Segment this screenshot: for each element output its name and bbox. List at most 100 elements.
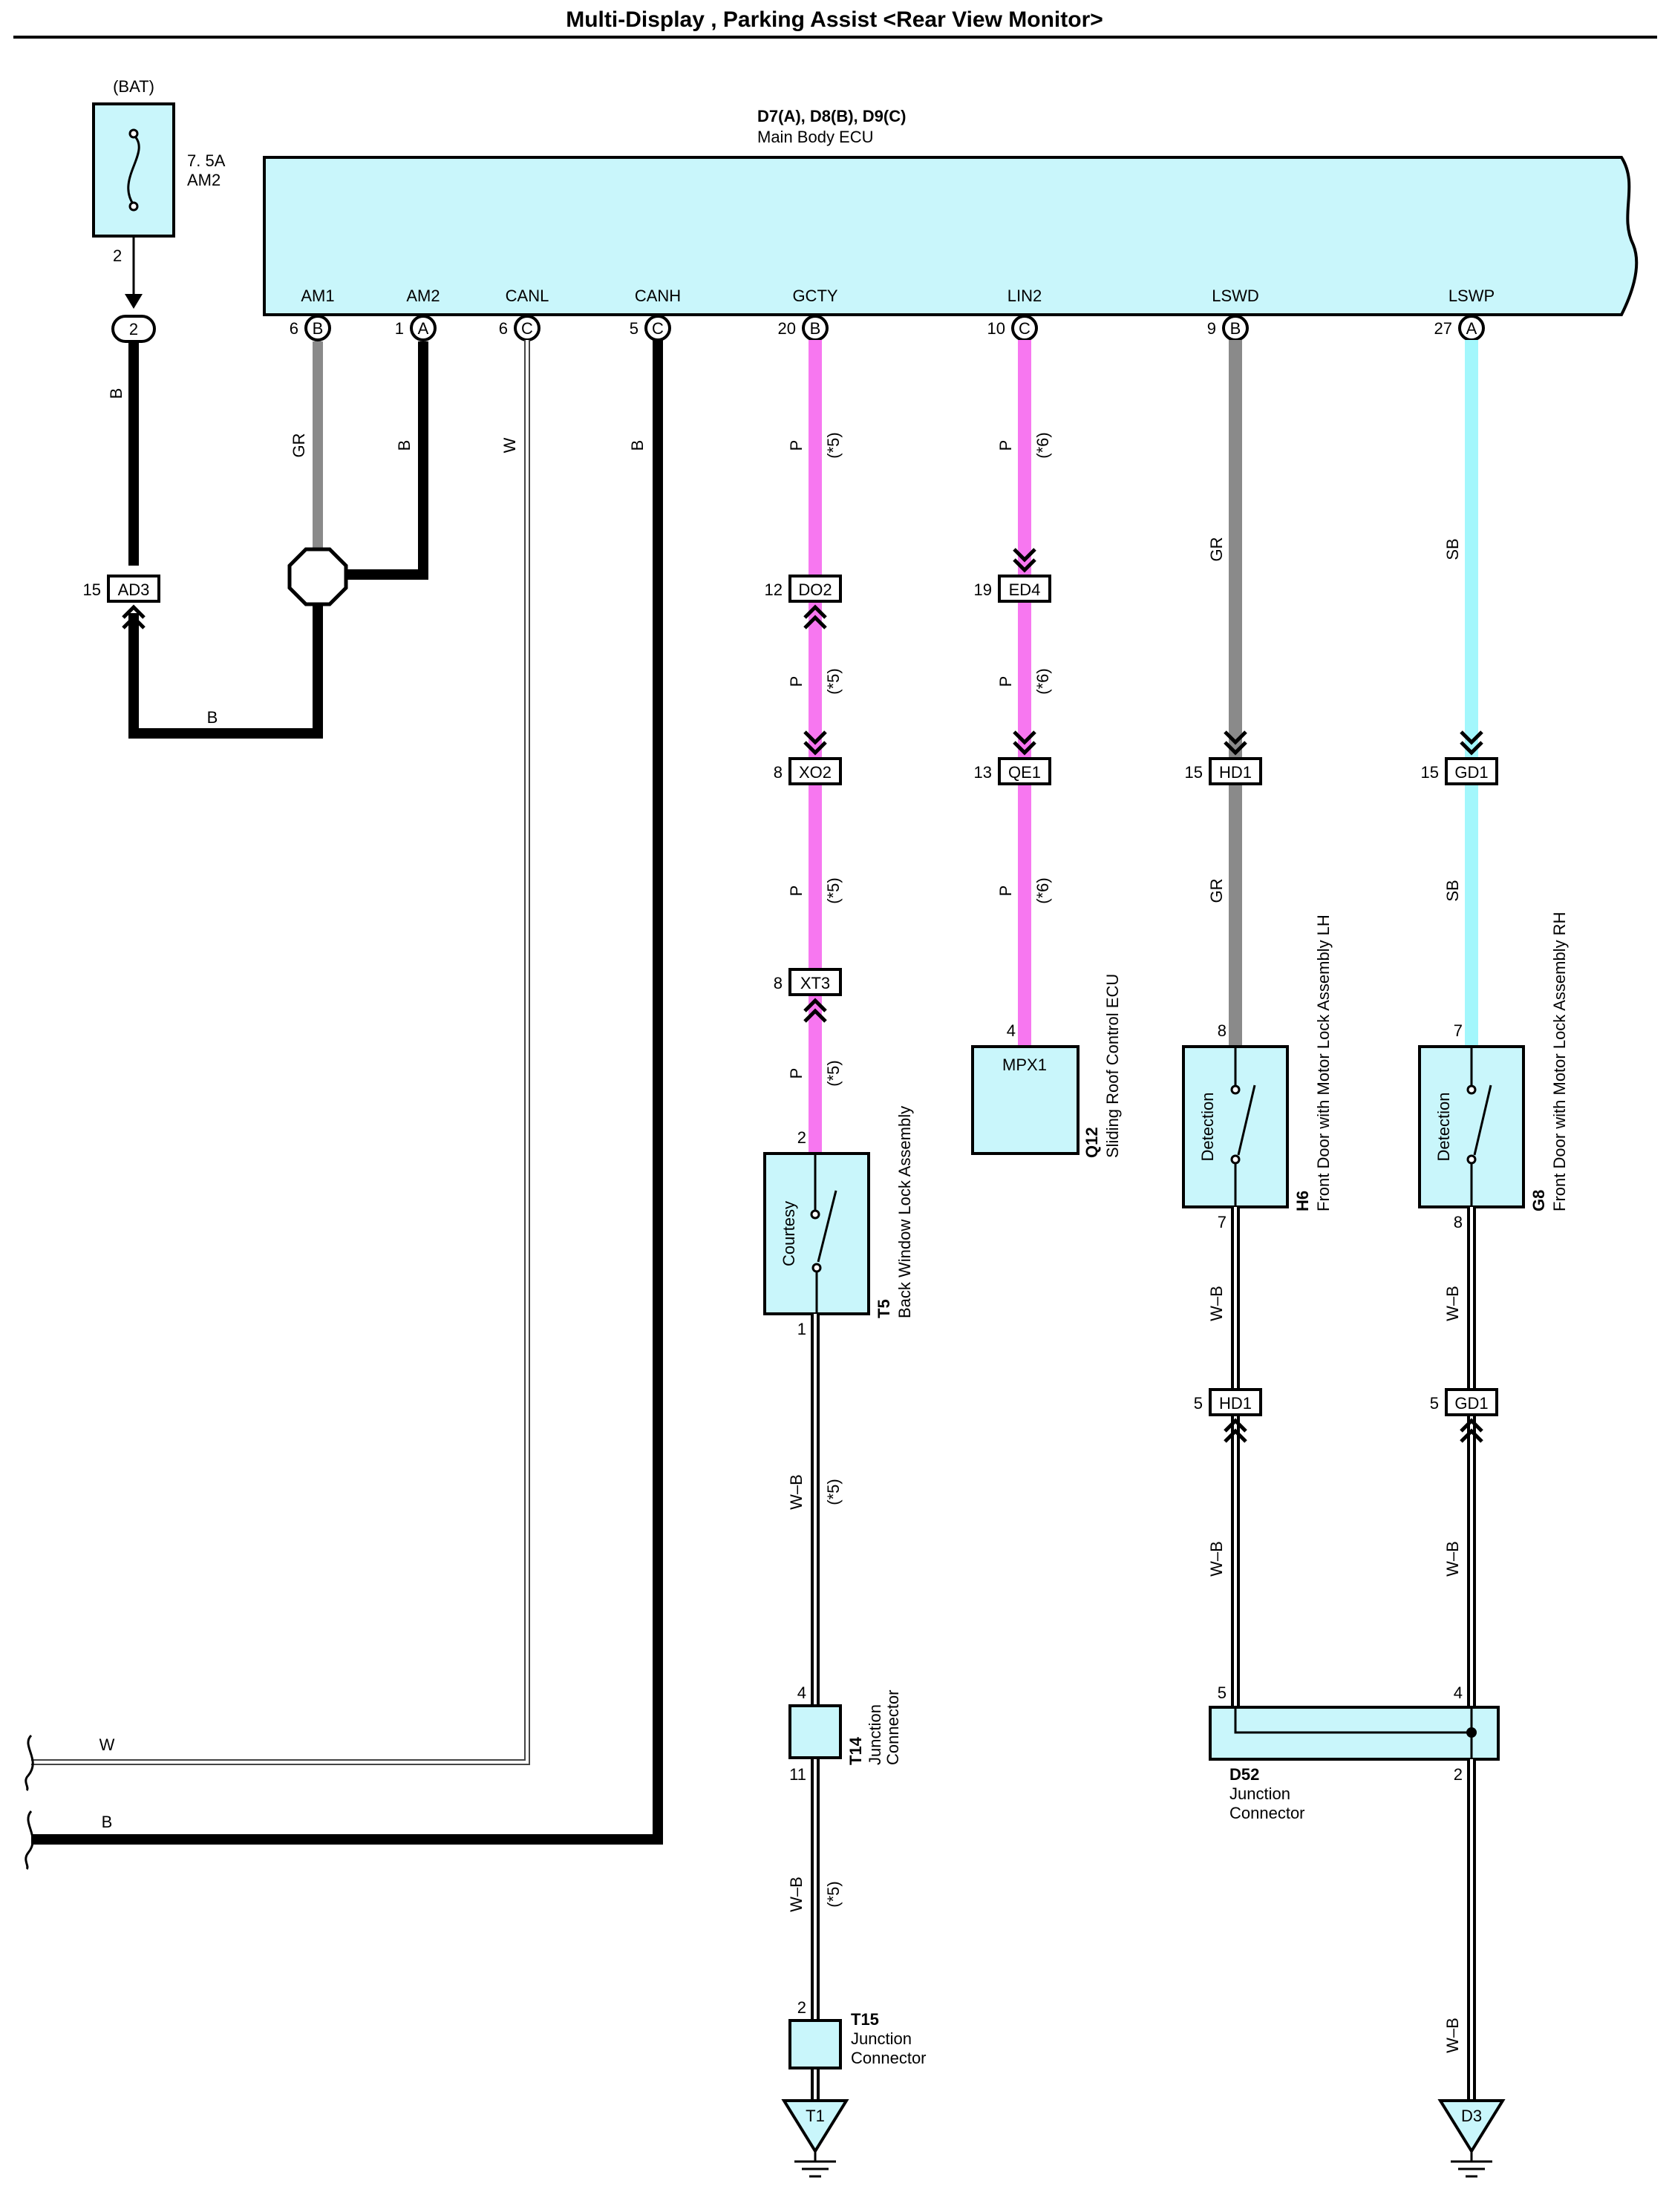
fuse-pin: 2	[113, 246, 122, 265]
fuse-box	[92, 102, 175, 238]
terminal-circle	[410, 315, 437, 341]
chevron-up-icon	[1224, 1418, 1247, 1443]
ecu-terminal-canl: CANL 6 C	[499, 287, 549, 341]
connector-box	[788, 968, 842, 996]
component-code: T5	[875, 1299, 893, 1318]
component-name: Junction	[851, 2029, 912, 2048]
wire-color-label: B	[107, 388, 125, 399]
terminal-pin: 5	[630, 319, 638, 338]
component-t15: 2 T15 Junction Connector	[788, 1998, 927, 2069]
terminal-name: CANL	[506, 287, 549, 305]
component-code: H6	[1293, 1191, 1312, 1211]
chevron-up-icon	[122, 604, 146, 629]
wire-color-label: P	[787, 440, 806, 451]
switch-blade	[817, 1190, 837, 1263]
wire-color-label: W–B	[787, 1876, 806, 1912]
switch-blade	[1473, 1084, 1492, 1156]
connector-do2: 12 DO2	[765, 575, 842, 629]
wire-am2-line	[346, 341, 428, 580]
fuse-name: AM2	[187, 171, 221, 189]
component-pin-in: 2	[797, 1128, 806, 1147]
diagram-title: Multi-Display , Parking Assist <Rear Vie…	[566, 7, 1103, 32]
component-name: Back Window Lock Assembly	[895, 1106, 914, 1318]
switch-blade	[1237, 1084, 1256, 1156]
wire-color-label: P	[996, 886, 1015, 897]
connector-pin: 5	[1430, 1394, 1439, 1413]
terminal-conn: A	[1466, 319, 1477, 338]
component-box	[788, 1704, 842, 1759]
fuse-supply-label: (BAT)	[113, 77, 154, 96]
chevron-up-icon	[803, 604, 827, 629]
wire-note: (*5)	[824, 1060, 843, 1086]
switch-contact	[810, 1209, 820, 1220]
component-q12: 4 MPX1 Q12 Sliding Roof Control ECU	[971, 974, 1122, 1158]
wire-note: (*6)	[1033, 432, 1052, 458]
fuse-top-dot	[128, 128, 139, 139]
component-pin-in: 2	[797, 1998, 806, 2017]
connector-xt3: 8 XT3	[774, 968, 842, 1023]
component-code: D52	[1229, 1765, 1259, 1784]
ecu-terminal-lswp: LSWP 27 A	[1434, 287, 1495, 341]
ecu-name: Main Body ECU	[757, 128, 874, 146]
component-pin-out: 1	[797, 1320, 806, 1338]
connector-name: HD1	[1219, 763, 1252, 782]
wire-color-label: W–B	[1207, 1541, 1226, 1577]
component-pin-out: 7	[1218, 1213, 1227, 1231]
wire-note: (*6)	[1033, 668, 1052, 694]
component-pin-a: 5	[1218, 1683, 1227, 1702]
connector-box	[1209, 757, 1262, 785]
wire-am1-gr: GR	[290, 341, 323, 549]
ecu-body	[263, 156, 1639, 316]
wire-lin2-p: P (*6) P (*6) P (*6)	[996, 340, 1052, 1047]
component-pin-out: 2	[1454, 1765, 1463, 1784]
ecu-terminal-canh: CANH 5 C	[630, 287, 681, 341]
ecu-terminal-gcty: GCTY 20 B	[778, 287, 838, 341]
wire-color-label: W–B	[1443, 1286, 1462, 1321]
terminal-name: CANH	[635, 287, 681, 305]
component-box	[788, 2019, 842, 2069]
connector-name: AD3	[118, 580, 150, 599]
connector-pin: 15	[83, 580, 101, 599]
component-name: Connector	[851, 2049, 927, 2067]
wire-color-label: W–B	[1443, 2018, 1462, 2053]
connector-name: GD1	[1454, 763, 1488, 782]
terminal-conn: C	[521, 319, 533, 338]
connector-ed4: 19 ED4	[974, 548, 1051, 603]
terminal-name: AM2	[406, 287, 440, 305]
wire-note: (*5)	[824, 432, 843, 458]
wire-g8-wb: W–B W–B	[1443, 1207, 1476, 1707]
component-h6: 8 Detection 7 H6 Front Door with Motor L…	[1182, 914, 1333, 1231]
wire-gcty-p: P (*5) P (*5) P (*5) P (*5)	[787, 340, 843, 1154]
connector-pin: 8	[774, 763, 783, 782]
component-box	[971, 1045, 1080, 1155]
terminal-conn: B	[313, 319, 324, 338]
wire-canl-w: W W	[25, 340, 530, 1792]
wire-color-label: P	[996, 440, 1015, 451]
wire-note: (*5)	[824, 668, 843, 694]
wire-color-label: SB	[1443, 538, 1462, 560]
component-pin: 4	[1007, 1021, 1016, 1040]
connector-box	[788, 575, 842, 603]
connector-name: XT3	[800, 974, 830, 992]
connector-box	[107, 575, 160, 603]
connector-name: HD1	[1219, 1394, 1252, 1413]
terminal-pin: 20	[778, 319, 796, 338]
component-code: T15	[851, 2010, 879, 2029]
ground-triangle	[781, 2099, 849, 2154]
component-code: G8	[1529, 1190, 1548, 1211]
wire-color-label: W	[500, 437, 519, 453]
terminal-name: GCTY	[792, 287, 837, 305]
wire-color-label: P	[996, 676, 1015, 687]
main-body-ecu: D7(A), D8(B), D9(C) Main Body ECU	[263, 107, 1639, 316]
switch-label: Courtesy	[780, 1201, 798, 1266]
switch-label: Detection	[1198, 1093, 1217, 1162]
wire-lswp-sb: SB SB	[1443, 340, 1478, 1047]
component-pin-in: 8	[1218, 1021, 1227, 1040]
wire-am2-b: B	[346, 341, 428, 580]
ecu-terminal-am1: AM1 6 B	[290, 287, 335, 341]
connector-qe1: 13 QE1	[974, 730, 1051, 785]
component-name: Junction	[1229, 1784, 1290, 1803]
wire-canh-b: B B	[25, 340, 663, 1871]
wire-color-label: GR	[1207, 879, 1226, 903]
connector-box	[998, 575, 1051, 603]
